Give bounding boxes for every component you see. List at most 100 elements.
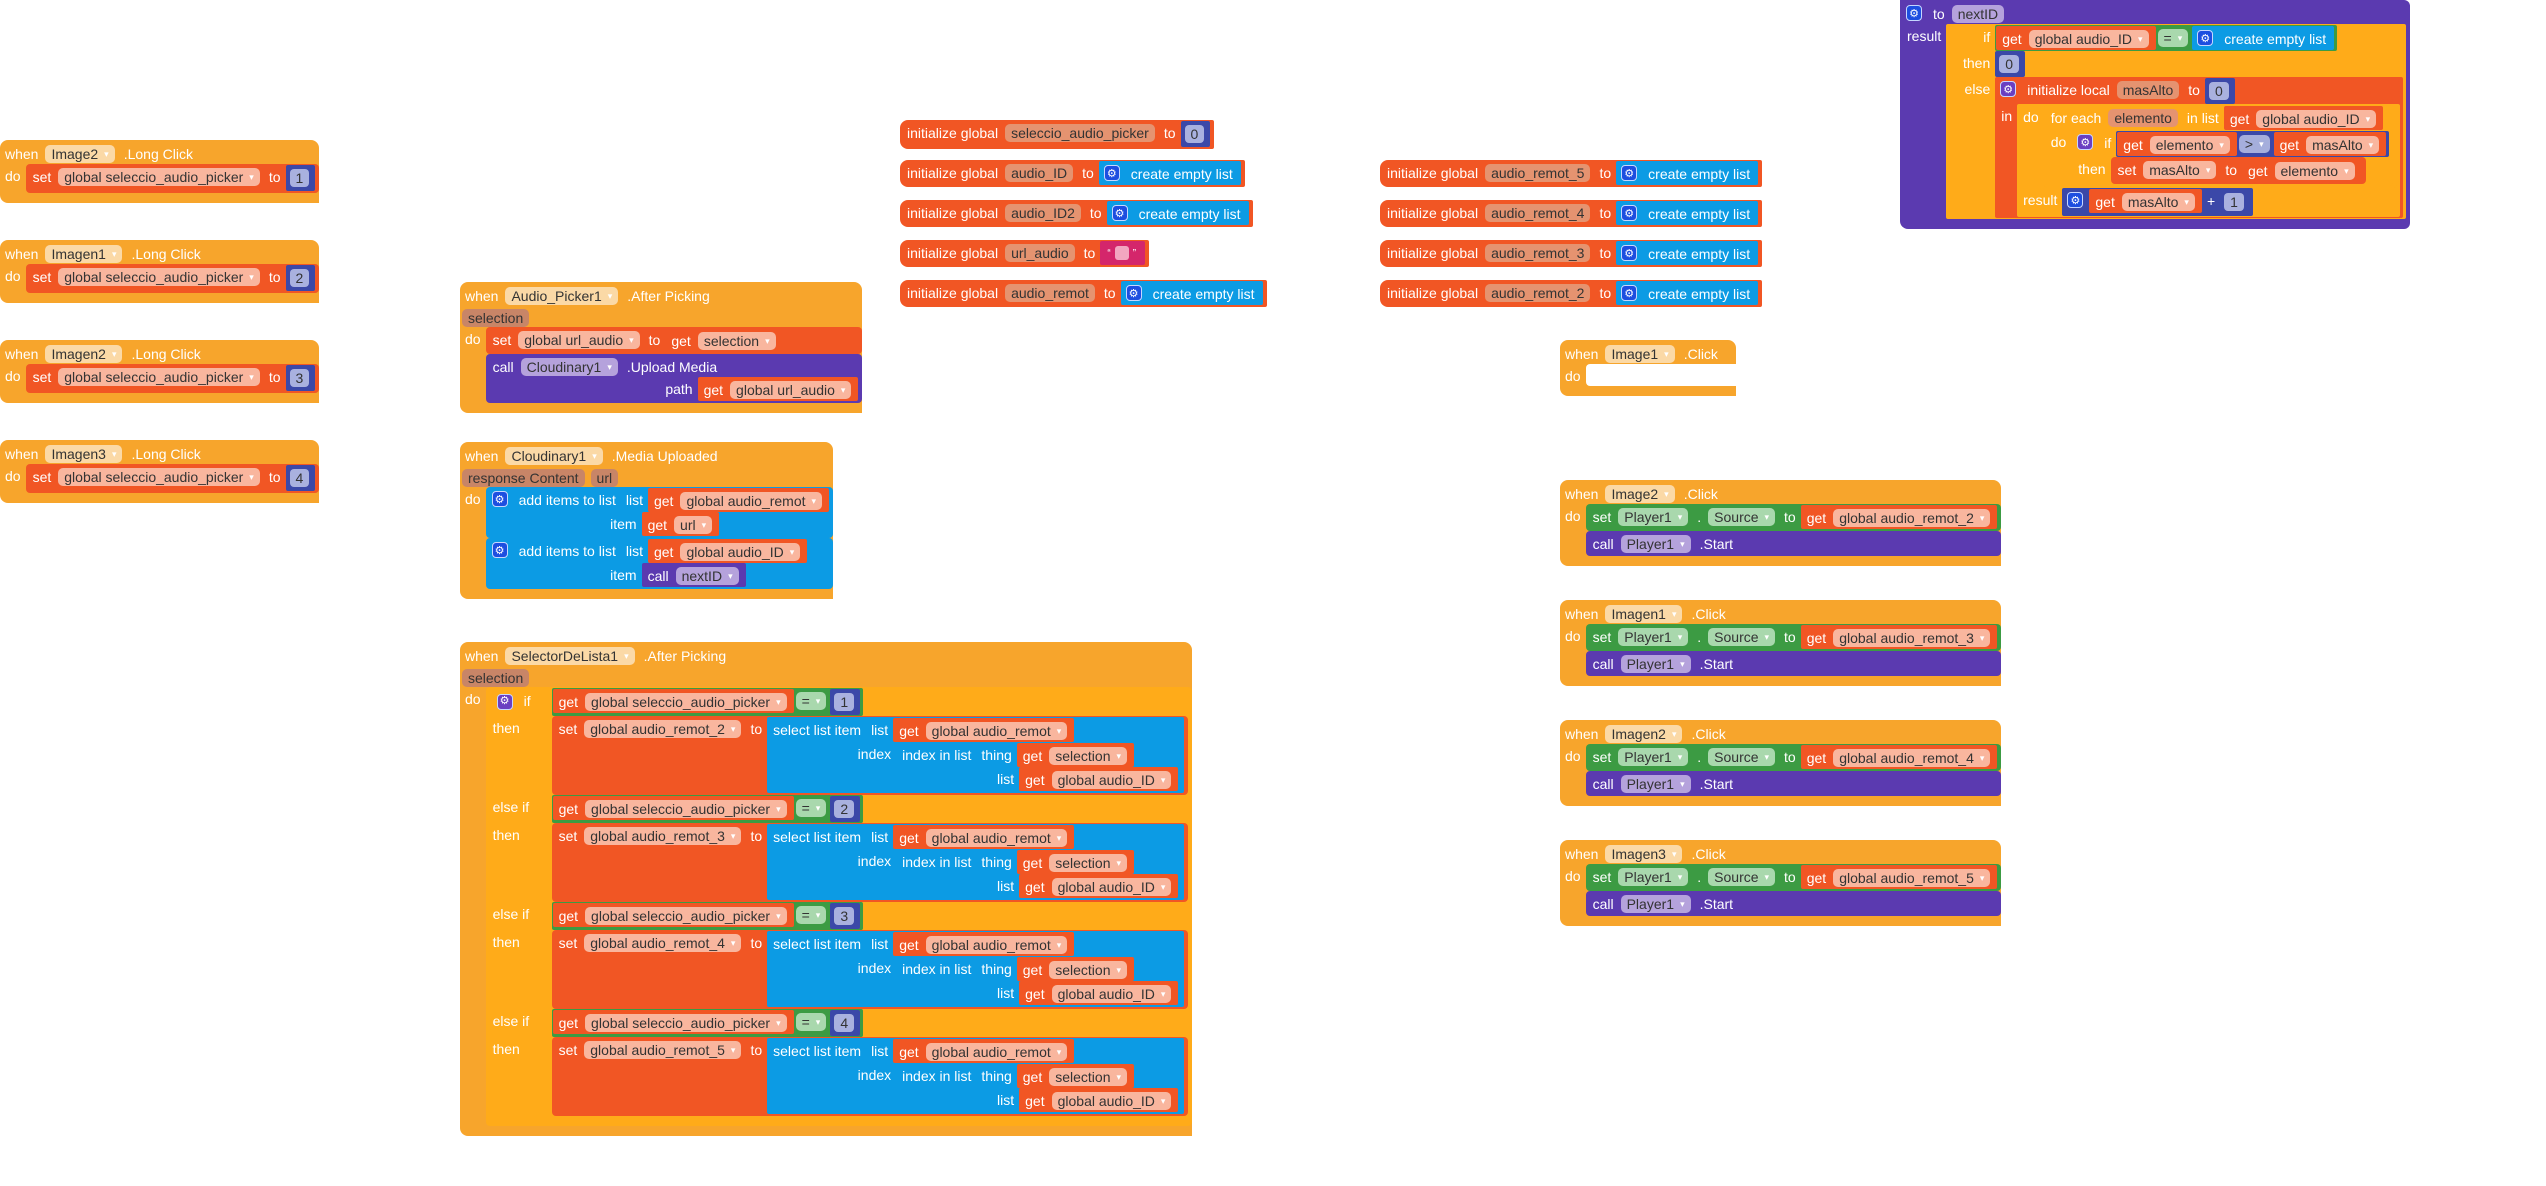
create-empty-list-block[interactable]: ⚙create empty list [1616,201,1759,225]
create-empty-list-block[interactable]: ⚙create empty list [1616,281,1759,305]
variable-dropdown[interactable]: masAlto [2143,161,2217,179]
event-parameter[interactable]: url [590,469,619,487]
create-empty-list-block[interactable]: ⚙create empty list [1106,201,1249,225]
component-dropdown[interactable]: SelectorDeLista1 [505,647,635,665]
variable-name-field[interactable]: audio_remot_3 [1485,244,1591,262]
variable-dropdown[interactable]: selection [697,332,776,350]
variable-dropdown[interactable]: global seleccio_audio_picker [58,468,260,486]
set-variable-block[interactable]: setmasAltotogetelemento [2110,157,2366,184]
gear-icon[interactable]: ⚙ [2000,81,2017,97]
component-dropdown[interactable]: Player1 [1620,655,1691,673]
inner-if-block[interactable]: ⚙ifgetelemento>getmasAltothensetmasAltot… [2071,130,2394,186]
variable-dropdown[interactable]: global audio_remot_5 [1833,869,1991,887]
gear-icon[interactable]: ⚙ [491,542,508,558]
variable-dropdown[interactable]: url [674,516,713,534]
property-dropdown[interactable]: Source [1708,748,1776,766]
component-dropdown[interactable]: Image2 [1605,485,1675,503]
number-value[interactable]: 4 [289,469,310,487]
number-value[interactable]: 0 [2208,82,2229,100]
component-dropdown[interactable]: Player1 [1618,508,1689,526]
empty-statement-slot[interactable] [1585,364,1736,386]
component-dropdown[interactable]: Imagen3 [45,445,123,463]
procedure-dropdown[interactable]: nextID [675,567,739,585]
number-value[interactable]: 1 [2224,193,2244,211]
gear-icon[interactable]: ⚙ [2077,134,2094,150]
event-parameter[interactable]: selection [462,669,530,687]
property-dropdown[interactable]: Source [1708,508,1776,526]
event-block-click[interactable]: whenImagen1.ClickdosetPlayer1.Sourcetoge… [1560,600,2002,686]
variable-name-field[interactable]: audio_remot_4 [1485,204,1591,222]
loop-variable-field[interactable]: elemento [2108,109,2178,127]
gear-icon[interactable]: ⚙ [1621,205,1638,221]
text-block[interactable]: “” [1100,241,1146,265]
operator-dropdown[interactable]: = [2157,29,2189,47]
gear-icon[interactable]: ⚙ [2067,192,2084,208]
variable-name-field[interactable]: url_audio [1005,244,1075,262]
variable-dropdown[interactable]: global seleccio_audio_picker [585,1014,787,1032]
number-value[interactable]: 0 [1184,125,1205,143]
variable-dropdown[interactable]: global audio_remot [925,722,1068,740]
variable-dropdown[interactable]: global audio_remot [925,936,1068,954]
variable-name-field[interactable]: audio_remot_5 [1485,164,1591,182]
variable-dropdown[interactable]: global audio_remot_5 [584,1041,742,1059]
index-in-list-block[interactable]: index in listthinggetselectionlistgetglo… [896,1063,1182,1113]
variable-dropdown[interactable]: selection [1049,747,1128,765]
variable-dropdown[interactable]: global url_audio [518,331,640,349]
gear-icon[interactable]: ⚙ [1111,205,1128,221]
number-value[interactable]: 0 [1999,55,2020,73]
number-block[interactable]: 2 [830,796,861,822]
component-dropdown[interactable]: Player1 [1618,628,1689,646]
variable-dropdown[interactable]: global audio_ID [2256,110,2377,128]
number-block[interactable]: 0 [1180,121,1211,147]
variable-name-field[interactable]: audio_remot [1005,284,1095,302]
variable-dropdown[interactable]: global audio_remot_3 [584,827,742,845]
number-value[interactable]: 3 [834,907,855,925]
variable-dropdown[interactable]: global seleccio_audio_picker [58,268,260,286]
index-in-list-block[interactable]: index in listthinggetselectionlistgetglo… [896,742,1182,792]
number-block[interactable]: 4 [830,1010,861,1036]
component-dropdown[interactable]: Imagen1 [45,245,123,263]
number-value[interactable]: 1 [289,169,310,187]
variable-dropdown[interactable]: global audio_ID [1051,771,1172,789]
variable-dropdown[interactable]: global audio_remot_2 [584,720,742,738]
number-block[interactable]: 4 [285,465,316,491]
component-dropdown[interactable]: Imagen1 [1605,605,1683,623]
variable-dropdown[interactable]: selection [1049,1068,1128,1086]
